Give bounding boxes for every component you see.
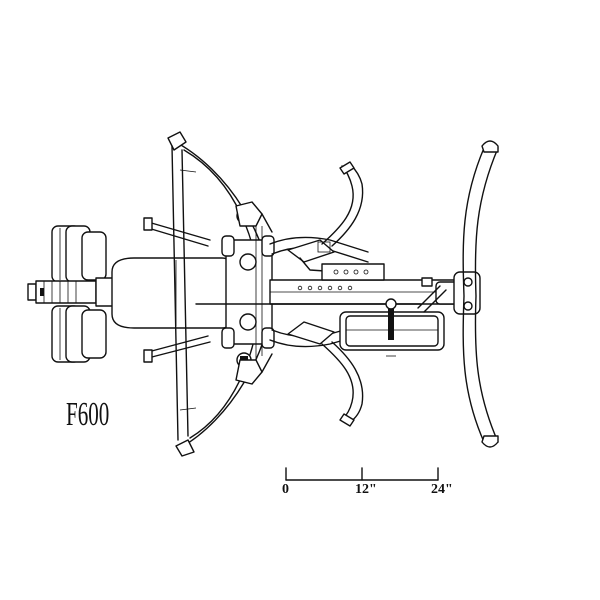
upper-handle — [321, 161, 364, 247]
pulley-bracket — [417, 271, 481, 315]
press-arm-lower — [269, 321, 345, 348]
model-label: F600 — [66, 396, 110, 433]
leg-roller-pads — [51, 225, 107, 363]
upper-cam-assembly — [235, 201, 273, 385]
scale-tick-12-label: 12" — [355, 482, 377, 497]
lower-handle — [321, 341, 364, 427]
scale-tick-0-label: 0 — [282, 482, 289, 497]
main-beam — [195, 279, 467, 305]
scale-bar — [285, 467, 439, 481]
leg-extension-rod — [27, 277, 115, 307]
front-curved-frame — [462, 140, 499, 448]
scale-tick-24-label: 24" — [431, 482, 453, 497]
weight-stack — [339, 298, 445, 357]
seat-pad — [111, 257, 233, 329]
upper-carriage — [321, 263, 385, 281]
seat-side-posts — [143, 217, 211, 363]
